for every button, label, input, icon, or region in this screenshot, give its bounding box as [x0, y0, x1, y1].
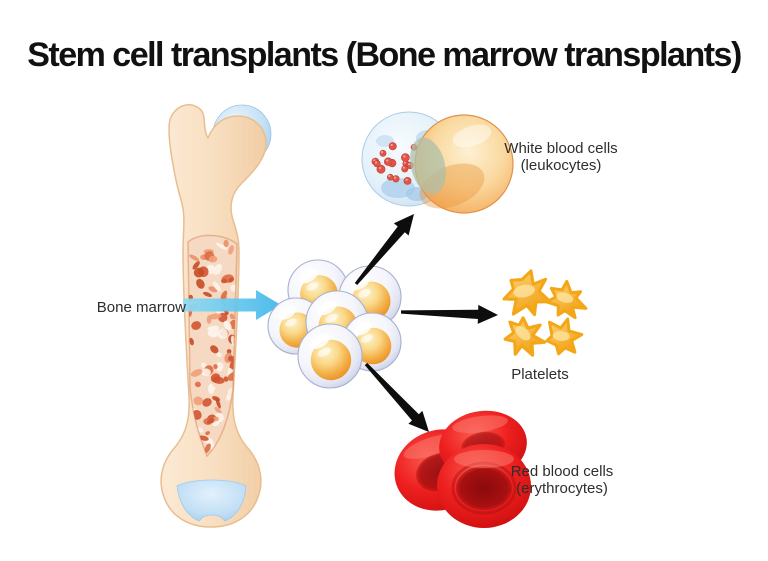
red-blood-cells-label: Red blood cells (erythrocytes): [487, 463, 637, 497]
platelets-label: Platelets: [511, 366, 569, 383]
bone-marrow-label: Bone marrow: [96, 299, 186, 316]
spongy-marrow-texture: [188, 239, 237, 453]
red-blood-cells-icon: [394, 410, 531, 528]
white-blood-cells-label-line1: White blood cells: [504, 140, 618, 157]
red-blood-cells-label-line1: Red blood cells: [510, 463, 614, 480]
platelets-icon: [502, 269, 588, 357]
femur-bone-icon: [160, 104, 272, 528]
white-blood-cells-label-line2: (leukocytes): [520, 157, 602, 174]
page-title: Stem cell transplants (Bone marrow trans…: [27, 36, 742, 74]
marrow-extract-arrow-icon: [183, 290, 281, 320]
differentiation-arrows-icon: [354, 214, 498, 432]
stem-cell-cluster-icon: [267, 259, 402, 389]
cell-overlap-lens: [410, 137, 446, 195]
white-blood-cells-label: White blood cells (leukocytes): [486, 140, 636, 174]
marrow-edge: [187, 234, 238, 458]
distal-cartilage: [176, 479, 247, 522]
white-blood-cells-icon: [361, 111, 514, 214]
red-blood-cells-label-line2: (erythrocytes): [516, 480, 608, 497]
diagram-canvas: [160, 104, 588, 528]
